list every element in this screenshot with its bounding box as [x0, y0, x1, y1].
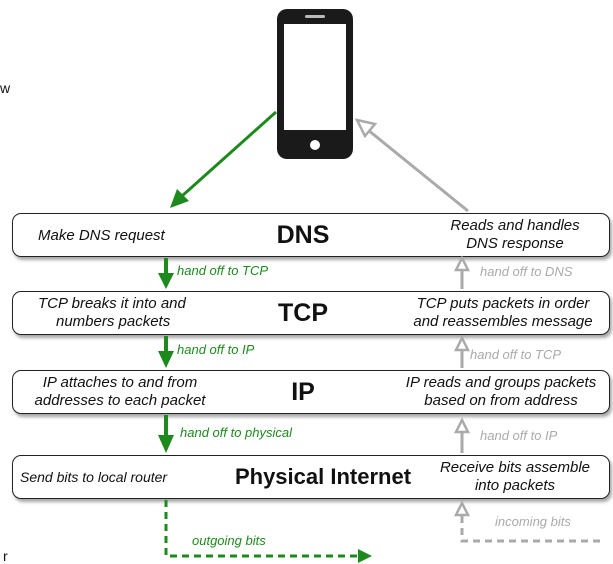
- ip-send-line-2: addresses to each packet: [34, 392, 206, 409]
- physical-send-text: Send bits to local router: [20, 469, 168, 485]
- ip-layer: IP attaches to and from addresses to eac…: [12, 370, 610, 414]
- handoff-up-to-tcp-label: hand off to TCP: [470, 347, 562, 362]
- down-arrow-ip-to-physical: [158, 415, 174, 453]
- ip-send-text: IP attaches to and from addresses to eac…: [20, 374, 220, 410]
- edge-fragment-bottom: r: [3, 548, 8, 564]
- ip-receive-line-2: based on from address: [424, 392, 578, 409]
- dns-send-text: Make DNS request: [38, 227, 165, 244]
- incoming-arrow-dns-to-phone: [354, 118, 469, 213]
- handoff-to-tcp-label: hand off to TCP: [177, 263, 269, 278]
- up-arrow-physical-to-ip: [453, 417, 471, 453]
- up-arrow-tcp-to-dns: [453, 255, 471, 289]
- edge-fragment-top: w: [0, 80, 11, 96]
- handoff-up-to-ip-label: hand off to IP: [480, 428, 558, 443]
- dns-receive-text: Reads and handles DNS response: [425, 217, 605, 253]
- physical-layer: Send bits to local router Physical Inter…: [12, 455, 610, 499]
- dns-layer: Make DNS request DNS Reads and handles D…: [12, 213, 610, 257]
- outgoing-bits-arrow: [164, 500, 372, 563]
- physical-receive-line-1: Receive bits assemble: [439, 459, 591, 476]
- tcp-receive-line-1: TCP puts packets in order: [416, 295, 590, 312]
- down-arrow-dns-to-tcp: [158, 258, 174, 289]
- tcp-send-text: TCP breaks it into and numbers packets: [38, 295, 186, 331]
- tcp-layer-title: TCP: [278, 299, 328, 327]
- dns-receive-line-2: DNS response: [466, 235, 564, 252]
- tcp-receive-text: TCP puts packets in order and reassemble…: [398, 295, 608, 331]
- tcp-receive-line-2: and reassembles message: [413, 313, 593, 330]
- physical-receive-line-2: into packets: [474, 477, 556, 494]
- dns-layer-title: DNS: [276, 221, 330, 249]
- outgoing-arrow-phone-to-dns: [170, 110, 277, 208]
- ip-receive-line-1: IP reads and groups packets: [405, 374, 597, 391]
- outgoing-bits-label: outgoing bits: [192, 533, 266, 548]
- ip-receive-text: IP reads and groups packets based on fro…: [393, 374, 609, 410]
- dns-receive-line-1: Reads and handles: [450, 217, 580, 234]
- handoff-to-dns-label: hand off to DNS: [480, 264, 573, 279]
- up-arrow-ip-to-tcp: [453, 335, 471, 368]
- down-arrow-tcp-to-ip: [158, 336, 174, 368]
- handoff-to-physical-label: hand off to physical: [180, 425, 293, 440]
- tcp-send-line-1: TCP breaks it into and: [38, 295, 186, 312]
- incoming-bits-arrow: [453, 500, 600, 543]
- physical-layer-title: Physical Internet: [234, 464, 412, 489]
- tcp-send-line-2: numbers packets: [56, 313, 171, 330]
- incoming-bits-label: incoming bits: [495, 514, 571, 529]
- smartphone-icon: [277, 9, 353, 159]
- ip-send-line-1: IP attaches to and from: [42, 374, 198, 391]
- ip-layer-title: IP: [291, 378, 315, 406]
- tcp-layer: TCP breaks it into and numbers packets T…: [12, 291, 610, 335]
- physical-receive-text: Receive bits assemble into packets: [425, 459, 605, 495]
- handoff-to-ip-label: hand off to IP: [177, 342, 255, 357]
